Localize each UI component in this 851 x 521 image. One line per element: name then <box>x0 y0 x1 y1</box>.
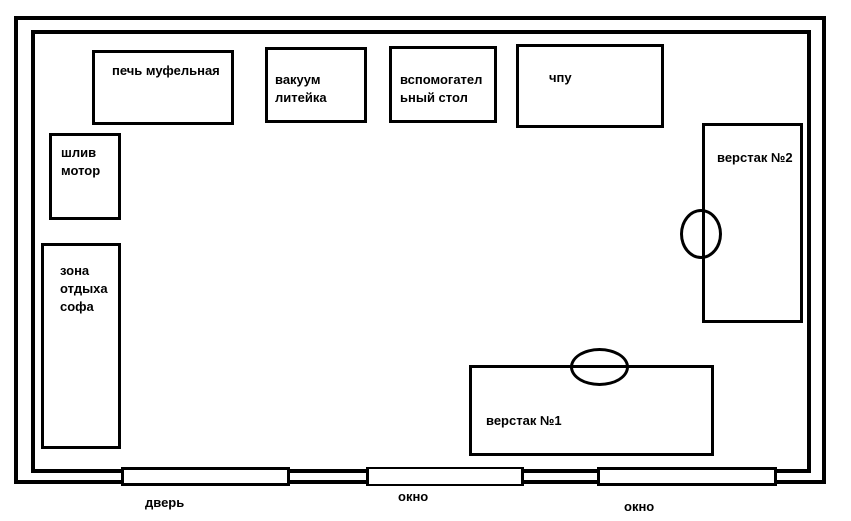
stool-workbench-2 <box>680 209 722 259</box>
window-opening-1 <box>366 467 524 486</box>
window-opening-2 <box>597 467 777 486</box>
door-label: дверь <box>145 495 185 510</box>
muffle-furnace-label: печь муфельная <box>112 63 220 78</box>
polish-motor-label: шлив мотор <box>61 145 101 178</box>
cnc-label: чпу <box>549 70 572 85</box>
vacuum-casting-label: вакуум литейка <box>275 72 327 105</box>
workbench-1-box <box>469 365 714 456</box>
rest-zone-label: зона отдыха софа <box>60 263 108 314</box>
window-2-label: окно <box>624 499 655 514</box>
cnc-box <box>516 44 664 128</box>
polish-motor-box <box>49 133 121 220</box>
aux-table-box <box>389 46 497 123</box>
aux-table-label: вспомогател ьный стол <box>400 72 483 105</box>
door-opening <box>121 467 290 486</box>
workbench-2-label: верстак №2 <box>717 150 793 165</box>
window-1-label: окно <box>398 489 429 504</box>
rest-zone-box <box>41 243 121 449</box>
stool-workbench-1 <box>570 348 629 386</box>
muffle-furnace-box <box>92 50 234 125</box>
workbench-1-label: верстак №1 <box>486 413 562 428</box>
vacuum-casting-box <box>265 47 367 123</box>
